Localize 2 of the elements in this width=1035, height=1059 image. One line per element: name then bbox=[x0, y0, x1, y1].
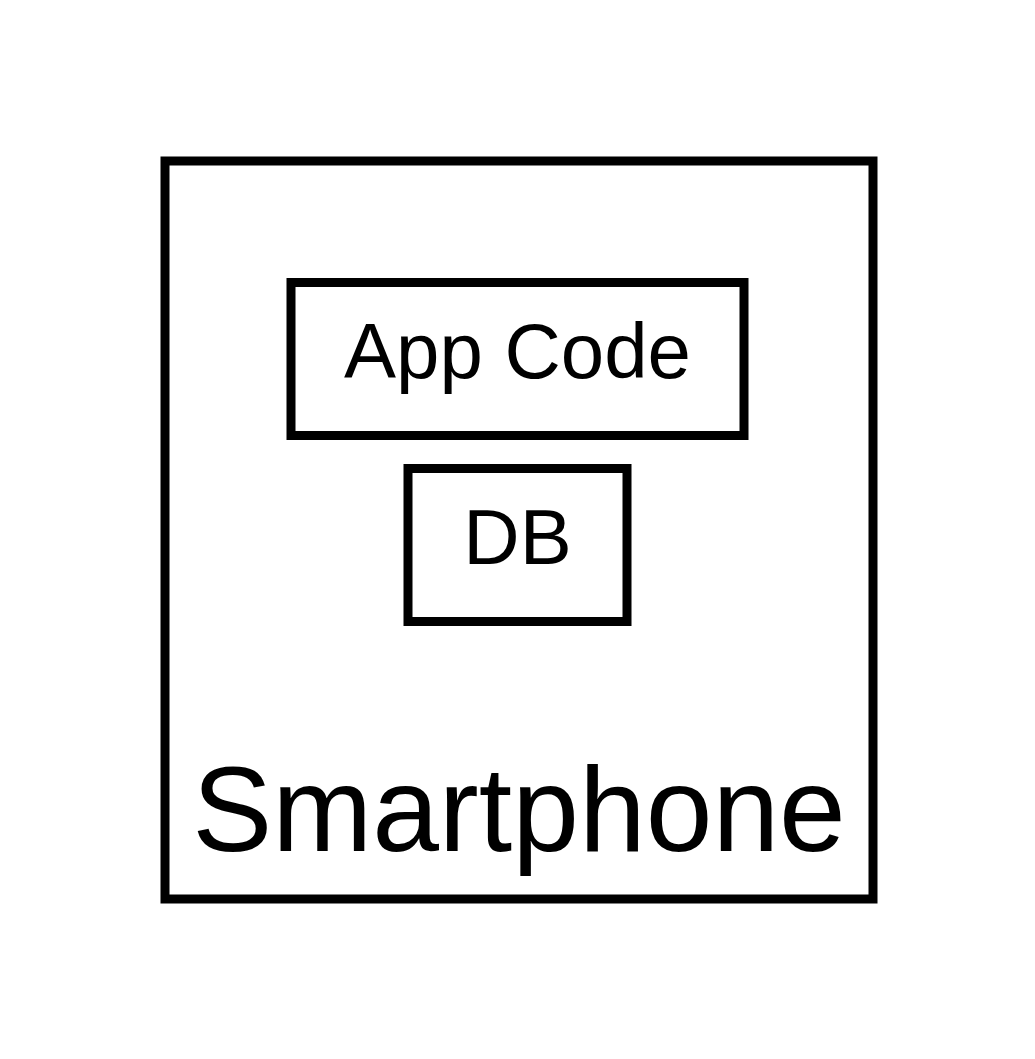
node-box: App Code bbox=[286, 277, 749, 440]
node-box: DB bbox=[403, 463, 632, 626]
